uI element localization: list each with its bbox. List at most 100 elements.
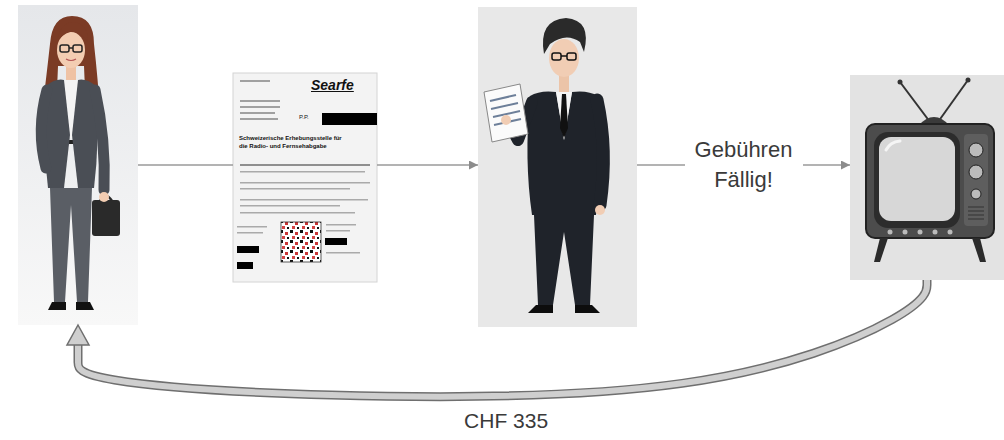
tv-leg xyxy=(972,238,986,262)
print-line xyxy=(240,188,350,190)
mouth xyxy=(66,59,76,61)
hand xyxy=(501,115,511,125)
print-line xyxy=(326,224,356,226)
speaker-slot xyxy=(968,215,984,216)
print-line xyxy=(240,212,355,214)
glasses xyxy=(73,45,82,52)
shoe xyxy=(76,302,94,310)
glasses xyxy=(567,53,576,60)
print-line xyxy=(237,226,267,228)
glasses-bridge xyxy=(69,47,73,49)
arrow-line xyxy=(138,164,233,166)
qr-code xyxy=(281,222,321,262)
panel-background xyxy=(850,75,1004,280)
speaker-slot xyxy=(968,211,984,212)
control-panel xyxy=(964,134,988,226)
panel-background xyxy=(478,7,637,327)
tv-leg xyxy=(874,238,888,262)
arm xyxy=(597,100,603,205)
glasses-bridge xyxy=(561,55,567,57)
shirt xyxy=(556,92,572,140)
man-figure xyxy=(478,7,637,327)
brand-logo: Searfe xyxy=(311,77,377,93)
speaker-slot xyxy=(968,219,984,220)
edge-label-holder: CHF 335 xyxy=(460,408,552,434)
print-line xyxy=(240,164,370,166)
button xyxy=(888,230,893,235)
arm xyxy=(95,90,104,190)
paper xyxy=(233,73,377,282)
knob xyxy=(969,143,983,157)
return-arrow xyxy=(67,280,927,397)
print-line xyxy=(240,205,340,207)
redaction-bar xyxy=(237,246,259,253)
postage-mark: P.P. xyxy=(299,113,377,121)
shoe xyxy=(575,305,600,313)
screen-highlight xyxy=(886,141,900,150)
screen-bezel xyxy=(874,132,960,228)
print-line xyxy=(326,230,350,232)
tv-illustration-panel xyxy=(850,75,1004,280)
print-line xyxy=(240,80,270,82)
arrow-outline xyxy=(78,280,927,397)
shoe xyxy=(528,305,553,313)
held-paper xyxy=(484,84,528,142)
print-line xyxy=(240,100,280,102)
button xyxy=(948,230,953,235)
print-line xyxy=(240,199,368,201)
edge-label-holder: Gebühren Fällig! xyxy=(685,135,803,195)
screen xyxy=(879,137,955,221)
arm xyxy=(41,90,47,168)
briefcase xyxy=(92,200,120,236)
edge-label: CHF 335 xyxy=(460,408,552,434)
invoice-paper xyxy=(233,73,377,282)
antenna-tip xyxy=(966,78,971,83)
print-line xyxy=(326,252,360,254)
speaker-slot xyxy=(968,207,984,208)
tie xyxy=(560,94,568,138)
invoice-document: SearfeP.P. Schweizerische Erhebungsstelle… xyxy=(233,73,377,282)
antenna-tip xyxy=(898,80,903,85)
edge-label: Gebühren Fällig! xyxy=(685,135,803,195)
glasses xyxy=(552,53,561,60)
hair-bangs xyxy=(56,22,88,44)
face xyxy=(57,32,85,68)
arrow-body xyxy=(78,280,927,397)
arrow-line xyxy=(377,164,478,166)
antenna xyxy=(900,82,930,122)
man-illustration-panel xyxy=(478,7,637,327)
print-line xyxy=(240,118,278,120)
button xyxy=(903,230,908,235)
hand xyxy=(99,192,109,202)
knob xyxy=(969,165,983,179)
glasses xyxy=(60,45,69,52)
panel-background xyxy=(18,5,138,325)
flow-arrow xyxy=(377,165,478,166)
television-figure xyxy=(850,75,1004,280)
woman-illustration-panel xyxy=(18,5,138,325)
redaction-bar xyxy=(322,113,377,125)
jacket xyxy=(527,92,600,216)
hair xyxy=(543,18,586,54)
print-line xyxy=(240,182,370,184)
print-line xyxy=(240,106,280,108)
shoe xyxy=(48,302,66,310)
face xyxy=(549,39,579,77)
button xyxy=(933,230,938,235)
knob xyxy=(971,189,981,199)
tv-body xyxy=(866,124,994,238)
woman-figure xyxy=(18,5,138,325)
pants xyxy=(50,188,92,302)
redaction-bar xyxy=(325,238,347,245)
flow-arrow xyxy=(138,165,233,166)
button xyxy=(918,230,923,235)
sender-name: Schweizerische Erhebungsstelle für die R… xyxy=(239,135,351,150)
hand xyxy=(595,205,605,215)
trousers xyxy=(534,215,594,305)
print-line xyxy=(240,112,275,114)
print-line xyxy=(240,171,365,173)
paper-line xyxy=(491,103,518,109)
redaction-bar xyxy=(237,262,253,269)
